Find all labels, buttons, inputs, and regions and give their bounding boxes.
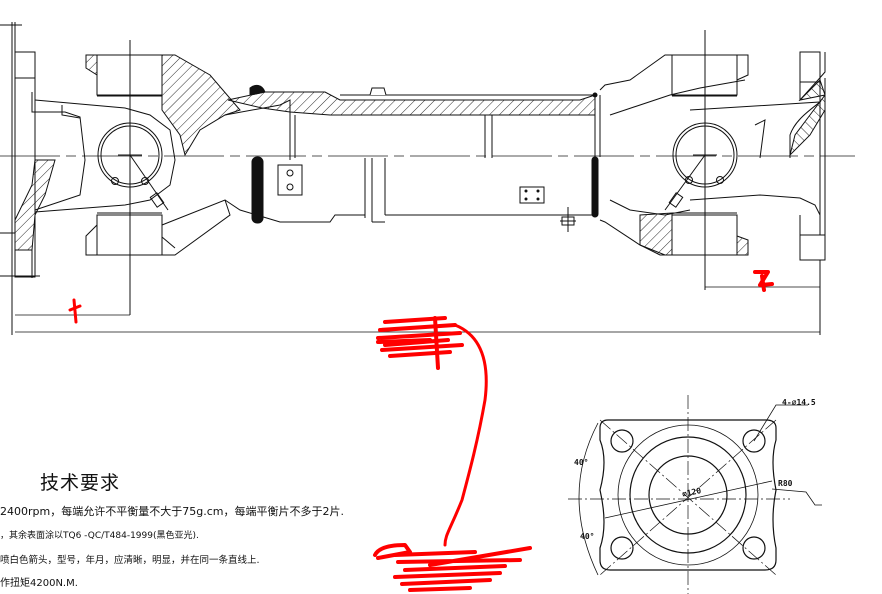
- technical-requirement-line-1: 2400rpm，每端允许不平衡量不大于75g.cm，每端平衡片不多于2片.: [0, 505, 344, 518]
- left-flange: [0, 22, 56, 335]
- angle-label-bottom: 40°: [580, 532, 595, 541]
- red-annotations: [68, 270, 774, 592]
- red-scribble-top: [376, 316, 464, 370]
- flange-end-view: [568, 395, 822, 594]
- dimension-lines: [15, 286, 820, 333]
- right-flange: [789, 51, 826, 335]
- angle-label-top: 40°: [574, 458, 589, 467]
- red-scribble-bottom: [373, 543, 532, 592]
- red-mark-left-dimension: [68, 298, 82, 324]
- left-cross-bearing: [97, 40, 169, 315]
- radius-label: R80: [778, 479, 793, 488]
- technical-requirement-line-3: 喷白色箭头，型号，年月，应清晰，明显，并在同一条直线上.: [0, 555, 260, 566]
- technical-requirements-title: 技术要求: [40, 472, 121, 494]
- shaft-assembly: [0, 22, 855, 335]
- main-tube: [340, 87, 601, 232]
- left-yoke: [31, 54, 241, 256]
- technical-requirement-line-4: 作扭矩4200N.M.: [0, 578, 78, 589]
- red-connector-line: [443, 323, 488, 547]
- bolt-holes-label: 4-⌀14.5: [782, 398, 816, 407]
- technical-requirement-line-2: ，其余表面涂以TQ6 -QC/T484-1999(黑色亚光).: [0, 531, 199, 541]
- left-slip-tube: [224, 84, 596, 224]
- red-mark-right-dimension: [753, 270, 774, 292]
- right-cross-bearing: [664, 30, 738, 290]
